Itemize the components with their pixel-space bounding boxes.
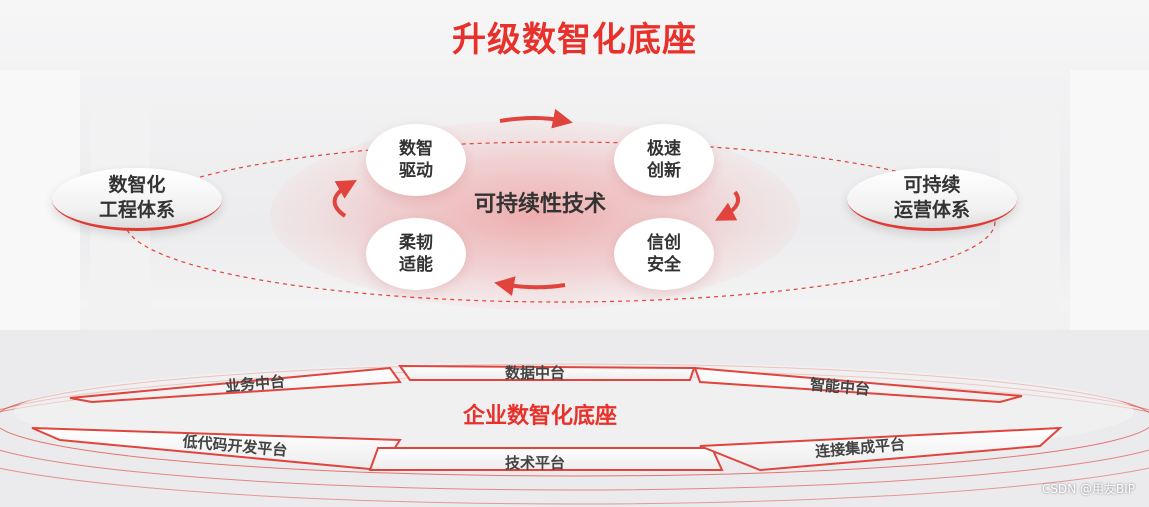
arrow-left [332,180,357,218]
page-title: 升级数智化底座 [452,20,697,60]
node-data-driven: 数智驱动 [366,124,466,196]
node-line1: 数智 [399,139,433,159]
pill-line2: 运营体系 [893,199,970,221]
node-line1: 柔韧 [399,233,433,253]
center-label: 可持续性技术 [473,192,606,217]
node-line2: 安全 [647,255,681,275]
operations-system-pill: 可持续运营体系 [847,168,1017,231]
base-title: 企业数智化底座 [462,404,617,429]
pill-line1: 数智化 [108,174,166,196]
plat-slab-business [69,366,402,404]
pill-line2: 工程体系 [98,199,175,221]
pill-line1: 可持续 [903,174,961,196]
engineering-system-pill: 数智化工程体系 [52,168,222,231]
plat-slab-tech [368,447,724,471]
node-xinchuang-security: 信创安全 [614,218,714,290]
node-line1: 信创 [647,233,681,253]
platform-data: 数据中台 [504,364,565,382]
plat-slab-data [398,364,696,381]
node-line2: 驱动 [399,161,433,181]
node-fast-innovation: 极速创新 [614,124,714,196]
watermark: CSDN @用友BIP [1041,482,1135,496]
plat-slab-integration [699,426,1063,472]
node-line1: 极速 [647,139,681,159]
node-line2: 创新 [647,161,681,181]
arrow-top [499,108,573,129]
dashed-orbit [124,141,996,303]
platform-tech: 技术平台 [504,454,565,472]
arrow-right [714,190,740,221]
arrow-bottom [494,276,566,296]
node-resilience: 柔韧适能 [366,218,466,290]
plat-slab-ai [693,366,1023,404]
node-line2: 适能 [399,255,433,275]
